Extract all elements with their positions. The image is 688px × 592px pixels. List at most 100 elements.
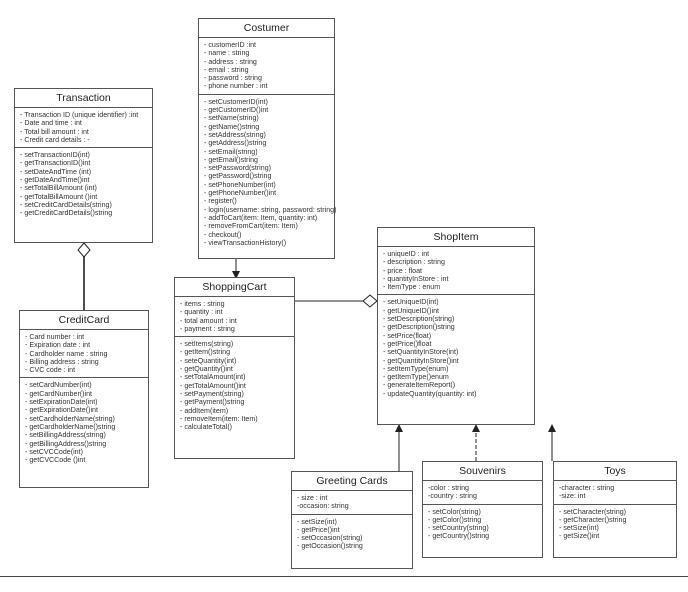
method-line: - checkout(): [204, 230, 242, 239]
method-line: - viewTransactionHistory(): [204, 238, 287, 247]
greetingcards-arrowhead: [395, 424, 403, 432]
method-line: - getPayment()string: [180, 398, 245, 407]
souvenirs-arrowhead: [472, 424, 480, 432]
method-line: - setCountry(string): [428, 524, 489, 533]
attribute-line: - items : string: [180, 300, 225, 308]
method-line: - getOccasion()string: [297, 542, 363, 551]
method-line: - getCardholderName()string: [25, 422, 116, 431]
method-line: - seteQuantity(int): [180, 356, 237, 365]
method-line: - setTotalBillAmount (int): [20, 184, 97, 193]
method-line: - getCharacter()string: [559, 515, 627, 524]
class-title: Toys: [554, 462, 676, 481]
method-line: - setItemType(enum): [383, 364, 449, 373]
method-line: - addToCart(item: Item, quantity: int): [204, 213, 318, 222]
class-title: Transaction: [15, 89, 152, 108]
class-attributes: - items : string- quantity : int- total …: [175, 297, 294, 338]
method-line: - setDateAndTime (int): [20, 167, 92, 176]
customer-cart-arrowhead: [232, 271, 240, 279]
method-line: - getExpirationDate()int: [25, 406, 98, 415]
attribute-line: - quantityInStore : int: [383, 274, 449, 283]
method-line: - getCVCCode ()int: [25, 456, 86, 465]
attribute-line: - size : int: [297, 494, 328, 502]
class-methods: - setCustomerID(int)- getCustomerID()int…: [199, 95, 336, 250]
method-line: - setQuantityInStore(int): [383, 348, 459, 357]
creditcard-class: CreditCard - Card number : int- Expirati…: [19, 310, 149, 488]
method-line: - setName(string): [204, 114, 259, 123]
souvenirs-class: Souvenirs -color : string-country : stri…: [422, 461, 543, 558]
attribute-line: - email : string: [204, 65, 249, 74]
method-line: - setCVCCode(int): [25, 447, 83, 456]
method-line: - getCountry()string: [428, 532, 490, 541]
attribute-line: - total amount : int: [180, 316, 237, 325]
method-line: - getPrice()int: [297, 525, 340, 534]
attribute-line: - phone number : int: [204, 82, 268, 91]
method-line: - removeItem(item: Item): [180, 414, 258, 423]
method-line: - getUniqueID()int: [383, 306, 439, 315]
class-title: Souvenirs: [423, 462, 542, 481]
class-attributes: - customerID :int- name : string- addres…: [199, 38, 334, 95]
method-line: - getPhoneNumber()int: [204, 189, 277, 198]
attribute-line: -color : string: [428, 484, 469, 492]
class-methods: - setCharacter(string)- getCharacter()st…: [554, 505, 676, 544]
class-methods: - setItems(string)- getItem()string- set…: [175, 337, 294, 434]
method-line: - getTotalBillAmount ()int: [20, 192, 98, 201]
method-line: - setDescription(string): [383, 315, 455, 324]
class-methods: - setCardNumber(int)- getCardNumber()int…: [20, 378, 148, 467]
attribute-line: - quantity : int: [180, 308, 223, 317]
attribute-line: - Date and time : int: [20, 119, 82, 128]
method-line: - getName()string: [204, 122, 260, 131]
class-attributes: -color : string-country : string: [423, 481, 542, 505]
method-line: - setBillingAddress(string): [25, 431, 106, 440]
method-line: - setAddress(string): [204, 130, 266, 139]
toys-class: Toys -character : string-size: int - set…: [553, 461, 677, 558]
method-line: - getColor()string: [428, 515, 482, 524]
method-line: - getItem()string: [180, 348, 231, 357]
method-line: - setEmail(string): [204, 147, 258, 156]
class-attributes: -character : string-size: int: [554, 481, 676, 505]
page-bottom-rule: [0, 576, 688, 577]
class-title: ShoppingCart: [175, 278, 294, 297]
method-line: - getCreditCardDetails()string: [20, 209, 113, 218]
method-line: - getQuantity()int: [180, 365, 233, 374]
attribute-line: - price : float: [383, 266, 423, 275]
class-title: Costumer: [199, 19, 334, 38]
attribute-line: -character : string: [559, 484, 615, 492]
attribute-line: - Total bill amount : int: [20, 127, 89, 136]
transaction-class: Transaction - Transaction ID (unique ide…: [14, 88, 153, 243]
method-line: - addItem(item): [180, 406, 229, 415]
method-line: - setItems(string): [180, 340, 234, 349]
method-line: - getPassword()string: [204, 172, 272, 181]
method-line: - generateItemReport(): [383, 381, 456, 390]
method-line: - setPrice(float): [383, 331, 432, 340]
greetingcards-class: Greeting Cards - size : int-occasion: st…: [291, 471, 413, 569]
attribute-line: - password : string: [204, 74, 262, 83]
shoppingcart-class: ShoppingCart - items : string- quantity …: [174, 277, 295, 459]
method-line: - getDateAndTime()int: [20, 176, 90, 185]
attribute-line: - address : string: [204, 57, 257, 66]
method-line: - getSize()int: [559, 532, 600, 541]
method-line: - setExpirationDate(int): [25, 398, 98, 407]
attribute-line: - ItemType : enum: [383, 283, 441, 292]
attribute-line: - name : string: [204, 49, 250, 58]
method-line: - getTotalAmount()int: [180, 381, 246, 390]
attribute-line: - payment : string: [180, 324, 235, 333]
method-line: - updateQuantity(quantity: int): [383, 389, 477, 398]
attribute-line: - Credit card details : -: [20, 135, 90, 144]
method-line: - setUniqueID(int): [383, 298, 439, 307]
class-title: Greeting Cards: [292, 472, 412, 491]
method-line: - setPayment(string): [180, 389, 244, 398]
class-methods: - setTransactionID(int)- getTransactionI…: [15, 148, 152, 220]
method-line: - getPrice()float: [383, 339, 432, 348]
method-line: - removeFromCart(item: Item): [204, 222, 298, 231]
method-line: - setTransactionID(int): [20, 151, 90, 160]
class-methods: - setSize(int)- getPrice()int- setOccasi…: [292, 515, 412, 554]
method-line: - setPassword(string): [204, 164, 272, 173]
method-line: - getBillingAddress()string: [25, 439, 107, 448]
method-line: - setPhoneNumber(int): [204, 180, 276, 189]
customer-class: Costumer - customerID :int- name : strin…: [198, 18, 336, 259]
method-line: - setOccasion(string): [297, 534, 363, 543]
method-line: - setSize(int): [559, 524, 599, 533]
method-line: - register(): [204, 197, 237, 206]
class-title: CreditCard: [20, 311, 148, 330]
